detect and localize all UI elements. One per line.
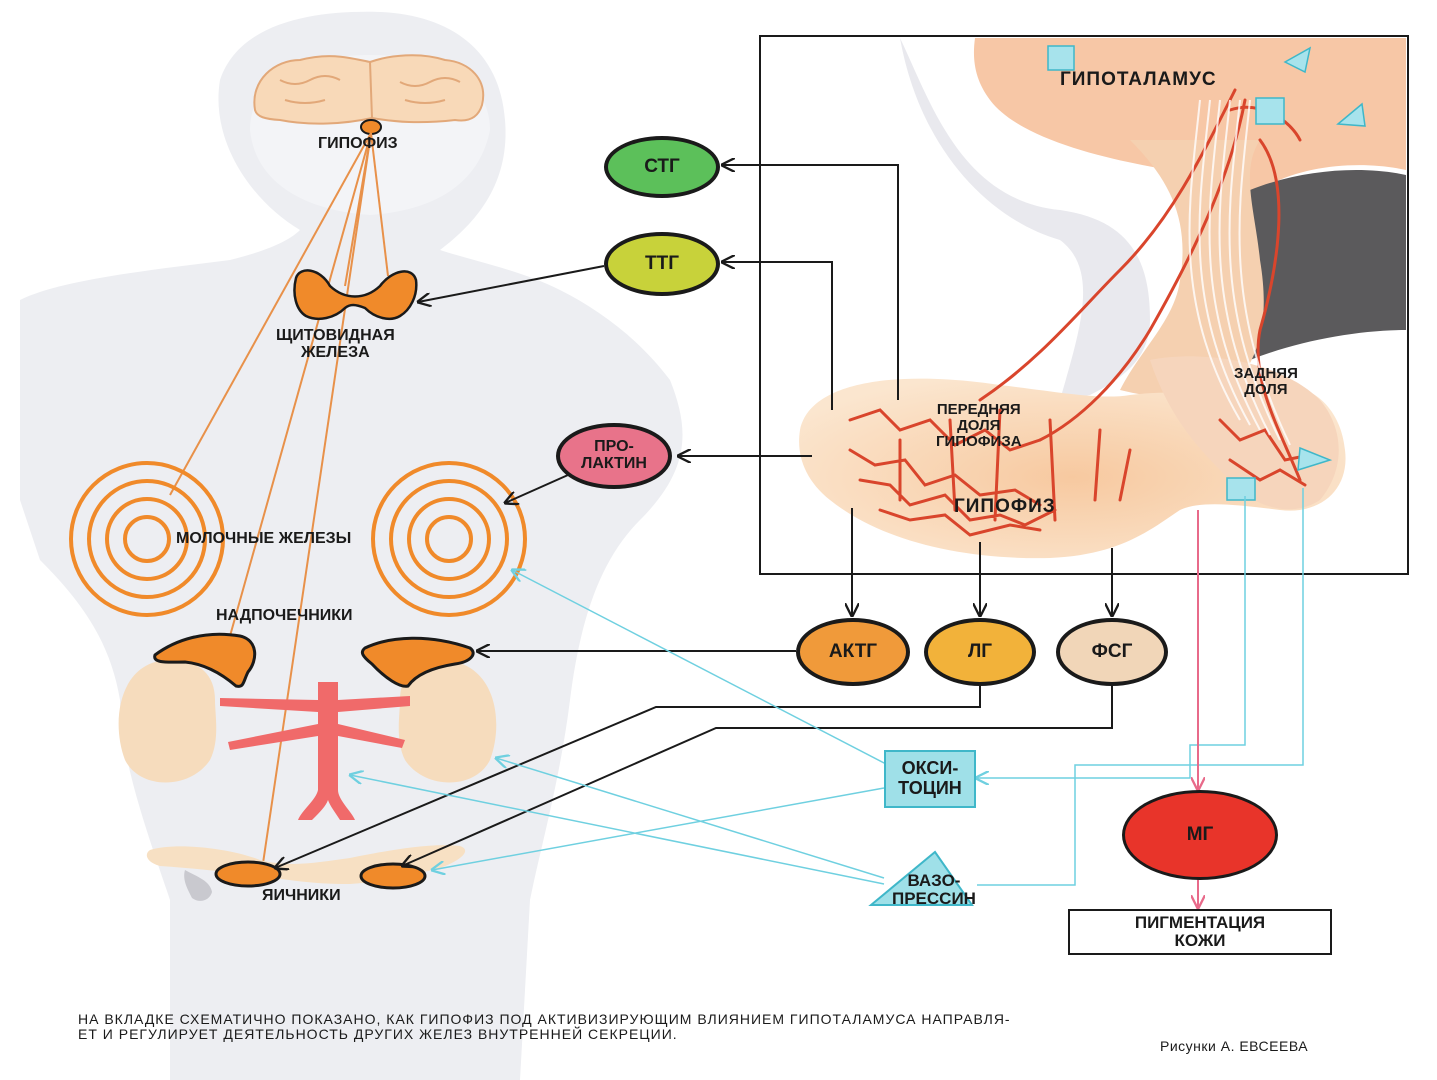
- ovaries-label: ЯИЧНИКИ: [262, 888, 341, 905]
- adrenals-label: НАДПОЧЕЧНИКИ: [216, 608, 353, 625]
- hypophysis-inset: [760, 36, 1408, 574]
- aktg-hormone: АКТГ: [796, 618, 910, 686]
- stg-hormone: СТГ: [604, 136, 720, 198]
- skin-pigmentation-box: ПИГМЕНТАЦИЯ КОЖИ: [1068, 909, 1332, 955]
- lg-hormone: ЛГ: [924, 618, 1036, 686]
- mammary-label: МОЛОЧНЫЕ ЖЕЛЕЗЫ: [176, 531, 351, 548]
- fsg-hormone: ФСГ: [1056, 618, 1168, 686]
- thyroid-label: ЩИТОВИДНАЯ ЖЕЛЕЗА: [276, 328, 395, 362]
- pituitary-small-icon: [361, 120, 381, 134]
- mg-hormone: МГ: [1122, 790, 1278, 880]
- vasopressin-label: ВАЗО- ПРЕССИН: [892, 872, 976, 908]
- hypophysis-inset-label: ГИПОФИЗ: [954, 497, 1056, 517]
- figure-caption: НА ВКЛАДКЕ СХЕМАТИЧНО ПОКАЗАНО, КАК ГИПО…: [78, 1012, 1388, 1041]
- posterior-lobe-label: ЗАДНЯЯ ДОЛЯ: [1234, 366, 1298, 398]
- oxytocin-hormone: ОКСИ- ТОЦИН: [884, 750, 976, 808]
- prolactin-hormone: ПРО- ЛАКТИН: [556, 423, 672, 489]
- hypophysis-label: ГИПОФИЗ: [318, 136, 398, 153]
- hypothalamus-label: ГИПОТАЛАМУС: [1060, 70, 1217, 90]
- illustration-credit: Рисунки А. ЕВСЕЕВА: [1160, 1038, 1308, 1054]
- anterior-lobe-label: ПЕРЕДНЯЯ ДОЛЯ ГИПОФИЗА: [936, 402, 1022, 449]
- ttg-hormone: ТТГ: [604, 232, 720, 296]
